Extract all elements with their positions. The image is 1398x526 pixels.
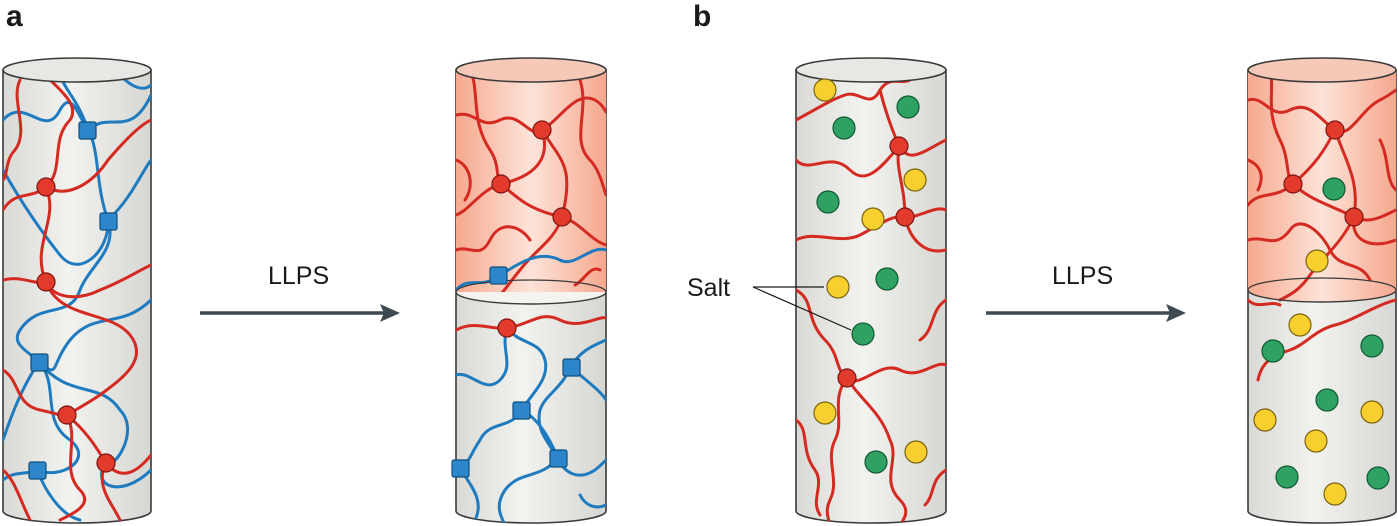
crosslink-red-node xyxy=(491,174,511,194)
salt-label: Salt xyxy=(687,274,730,302)
tube-a-before xyxy=(2,57,152,524)
salt-ion-green xyxy=(832,116,856,140)
salt-ion-yellow xyxy=(1288,313,1312,337)
crosslink-blue-node xyxy=(549,449,568,468)
crosslink-blue-node xyxy=(78,121,97,140)
tube-b-after xyxy=(1247,57,1397,524)
crosslink-red-node xyxy=(552,207,572,227)
crosslink-red-node xyxy=(895,207,915,227)
crosslink-blue-node xyxy=(512,401,531,420)
crosslink-red-node xyxy=(837,368,857,388)
panel-label-a: a xyxy=(6,0,23,33)
salt-ion-green xyxy=(1366,466,1390,490)
crosslink-red-node xyxy=(36,272,56,292)
llps-arrow-a: LLPS xyxy=(200,262,400,322)
arrow-label-b: LLPS xyxy=(1052,262,1113,290)
panel-label-b: b xyxy=(693,0,711,33)
crosslink-red-node xyxy=(532,120,552,140)
salt-ion-yellow xyxy=(826,275,850,299)
crosslink-red-node xyxy=(1344,207,1364,227)
salt-ion-yellow xyxy=(861,207,885,231)
tube-b-before xyxy=(795,57,947,524)
crosslink-red-node xyxy=(889,136,909,156)
crosslink-red-node xyxy=(1283,174,1303,194)
crosslink-red-node xyxy=(497,318,517,338)
salt-ion-yellow xyxy=(813,78,837,102)
salt-ion-green xyxy=(875,267,899,291)
salt-ion-green xyxy=(896,95,920,119)
salt-ion-yellow xyxy=(903,168,927,192)
salt-ion-green xyxy=(1261,339,1285,363)
crosslink-blue-node xyxy=(562,358,581,377)
salt-ion-yellow xyxy=(904,440,928,464)
salt-ion-yellow xyxy=(1304,429,1328,453)
salt-ion-yellow xyxy=(1253,408,1277,432)
salt-ion-yellow xyxy=(1323,482,1347,506)
crosslink-red-node xyxy=(1325,120,1345,140)
crosslink-red-node xyxy=(57,405,77,425)
salt-ion-yellow xyxy=(1305,249,1329,273)
salt-ion-yellow xyxy=(813,401,837,425)
salt-ion-green xyxy=(851,322,875,346)
salt-ion-green xyxy=(1275,465,1299,489)
tube-a-after xyxy=(451,57,607,524)
crosslink-blue-node xyxy=(28,461,47,480)
arrow-label-a: LLPS xyxy=(268,262,329,290)
salt-callout: Salt xyxy=(687,274,852,331)
salt-ion-green xyxy=(816,190,840,214)
crosslink-red-node xyxy=(96,453,116,473)
crosslink-blue-node xyxy=(489,266,508,285)
crosslink-blue-node xyxy=(30,353,49,372)
salt-ion-green xyxy=(1322,177,1346,201)
llps-arrow-b: LLPS xyxy=(986,262,1186,322)
crosslink-blue-node xyxy=(99,212,118,231)
salt-ion-yellow xyxy=(1360,400,1384,424)
salt-ion-green xyxy=(1315,388,1339,412)
salt-ion-green xyxy=(1360,334,1384,358)
crosslink-blue-node xyxy=(451,459,470,478)
crosslink-red-node xyxy=(36,177,56,197)
salt-ion-green xyxy=(864,450,888,474)
